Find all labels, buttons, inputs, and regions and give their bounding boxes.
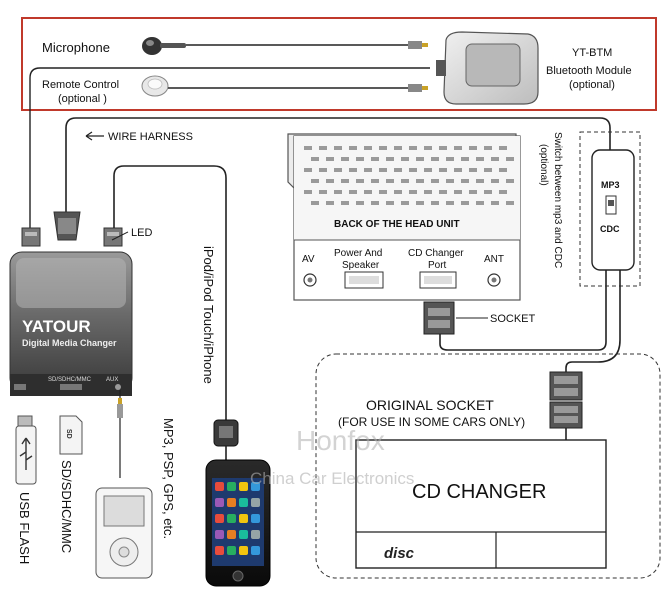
socket-connector xyxy=(423,301,455,335)
switch-optional-box xyxy=(579,131,641,287)
original-socket-connector xyxy=(549,371,583,429)
head-unit-speaker-label-1: Power And xyxy=(334,248,382,259)
remote-label-line2: (optional ) xyxy=(58,93,107,105)
mp3-devices-label: MP3, PSP, GPS, etc. xyxy=(161,418,176,539)
iphone-icon xyxy=(205,459,271,587)
remote-plug-icon xyxy=(408,84,428,92)
switch-caption-1: Switch between mp3 and CDC xyxy=(552,132,563,268)
watermark-brand: Honfox xyxy=(296,425,385,456)
head-unit-grille xyxy=(304,146,514,205)
cd-changer-area xyxy=(315,353,661,579)
device-brand: YATOUR xyxy=(22,317,91,336)
mp3-player-icon xyxy=(95,487,153,579)
head-unit xyxy=(287,133,521,301)
wire-harness-label: WIRE HARNESS xyxy=(108,131,193,143)
device-subtitle: Digital Media Changer xyxy=(22,338,117,348)
microphone-icon xyxy=(142,37,186,55)
yatour-changer-device xyxy=(9,251,133,396)
led-label: LED xyxy=(131,227,152,239)
usb-flash-label: USB FLASH xyxy=(17,492,32,564)
socket-to-switch-cable xyxy=(439,270,607,351)
disc-logo: disc xyxy=(384,545,415,562)
ipod-label: iPod/iPod Touch/iPhone xyxy=(201,246,216,384)
cd-changer-label: CD CHANGER xyxy=(412,481,546,503)
remote-control-icon xyxy=(141,75,169,97)
bluetooth-module xyxy=(436,31,539,105)
switch-cdc-label: CDC xyxy=(600,224,620,234)
cd-changer-unit xyxy=(355,439,607,569)
module-label-line2: Bluetooth Module xyxy=(546,65,632,77)
led-pointer xyxy=(111,231,129,241)
socket-label: SOCKET xyxy=(490,313,536,325)
ipod-dock-connector xyxy=(213,419,239,447)
sd-card-icon: SD xyxy=(59,415,83,455)
switch-caption-2: (optional) xyxy=(538,144,549,186)
ipod-cable xyxy=(113,165,227,422)
head-unit-cd-port-label-2: Port xyxy=(428,260,447,271)
head-unit-title: BACK OF THE HEAD UNIT xyxy=(334,219,460,230)
usb-flash-icon xyxy=(15,415,37,485)
module-label-line1: YT-BTM xyxy=(572,47,612,59)
aux-connector-right xyxy=(103,227,123,247)
switch-mp3-label: MP3 xyxy=(601,180,620,190)
head-unit-cd-port-label-1: CD Changer xyxy=(408,248,464,259)
watermark-tagline: China Car Electronics xyxy=(250,469,414,488)
head-unit-speaker-label-2: Speaker xyxy=(342,260,380,271)
aux-plug-icon xyxy=(117,398,123,418)
remote-label-line1: Remote Control xyxy=(42,79,119,91)
device-port-label: SD/SDHC/MMC xyxy=(48,377,92,383)
original-socket-label-1: ORIGINAL SOCKET xyxy=(366,397,494,413)
microphone-plug-icon xyxy=(408,41,428,49)
switch-to-original-cable xyxy=(565,270,621,372)
module-label-line3: (optional) xyxy=(569,79,615,91)
head-unit-av-label: AV xyxy=(302,254,315,265)
aux-connector-left xyxy=(21,227,41,247)
harness-connector xyxy=(53,211,81,241)
mp3-cdc-switch[interactable] xyxy=(591,149,635,271)
head-unit-ant-label: ANT xyxy=(484,254,504,265)
bluetooth-to-changer-cable xyxy=(29,67,430,228)
svg-text:SD: SD xyxy=(65,429,72,439)
original-socket-label-2: (FOR USE IN SOME CARS ONLY) xyxy=(338,415,525,429)
bluetooth-section-frame xyxy=(21,17,657,111)
device-aux-label: AUX xyxy=(106,377,118,383)
microphone-label: Microphone xyxy=(42,40,110,55)
sd-card-label: SD/SDHC/MMC xyxy=(59,460,74,553)
wire-harness-cable xyxy=(65,117,611,212)
wire-harness-arrow xyxy=(85,131,104,141)
